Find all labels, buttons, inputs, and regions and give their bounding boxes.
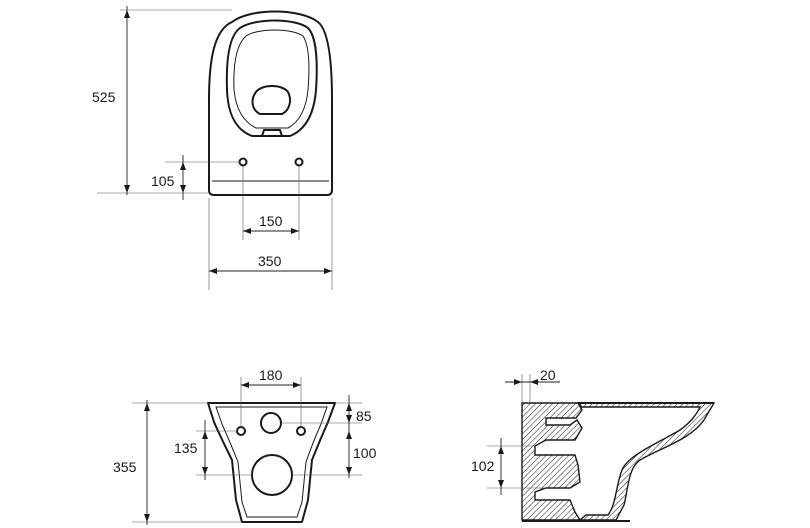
fixing-hole-right xyxy=(294,157,304,167)
dim-102-label: 102 xyxy=(471,458,495,474)
top-view: 525 105 150 350 xyxy=(92,6,333,290)
dim-525-arrow-top xyxy=(124,10,130,18)
dim-150-arrow-right xyxy=(291,228,299,234)
dim-150-label: 150 xyxy=(259,213,283,229)
dim-135-arrow-bottom xyxy=(202,467,208,475)
dim-85-arrow-bottom xyxy=(346,415,352,423)
dim-105-arrow-bottom xyxy=(180,185,186,193)
dim-135-arrow-top xyxy=(202,431,208,439)
fixing-hole-left xyxy=(238,157,248,167)
dim-20-arrow-right xyxy=(530,379,538,385)
dim-135-label: 135 xyxy=(174,440,198,456)
dim-85-arrow-top xyxy=(346,403,352,411)
rear-inner-outline xyxy=(215,406,328,518)
dim-180-arrow-left xyxy=(241,382,249,388)
dim-100-label: 100 xyxy=(353,445,377,461)
drain-outline xyxy=(251,85,291,115)
dim-180-label: 180 xyxy=(259,367,283,383)
bowl-outline xyxy=(208,10,333,196)
dim-150-arrow-left xyxy=(243,228,251,234)
dim-102-arrow-bottom xyxy=(498,480,504,488)
outlet-hole xyxy=(251,454,293,496)
dim-350-label: 350 xyxy=(258,253,282,269)
bowl-opening xyxy=(225,19,318,137)
dim-100-arrow-bottom xyxy=(346,467,352,475)
side-section: 20 102 xyxy=(471,367,716,522)
bolt-hole-left xyxy=(236,426,246,436)
dim-180-arrow-right xyxy=(293,382,301,388)
dim-105-label: 105 xyxy=(151,173,175,189)
dim-525-arrow-bottom xyxy=(124,185,130,193)
section-back-wall xyxy=(521,402,583,521)
dim-355-arrow-top xyxy=(144,403,150,411)
inlet-hole xyxy=(260,412,282,434)
rear-outline xyxy=(207,402,336,523)
rear-view: 180 355 135 85 100 xyxy=(113,367,377,525)
dim-350-arrow-right xyxy=(324,268,332,274)
dim-20-arrow-left xyxy=(514,379,522,385)
dim-355-label: 355 xyxy=(113,459,137,475)
dim-105-arrow-top xyxy=(180,162,186,170)
bowl-inner-line xyxy=(233,29,310,129)
dim-85-label: 85 xyxy=(356,408,372,424)
dim-355-arrow-bottom xyxy=(144,514,150,522)
dim-102-arrow-top xyxy=(498,446,504,454)
dim-350-arrow-left xyxy=(209,268,217,274)
dim-100-arrow-top xyxy=(346,431,352,439)
flush-notch xyxy=(261,129,283,137)
bolt-hole-right xyxy=(296,426,306,436)
dim-525-label: 525 xyxy=(92,89,116,105)
dim-20-label: 20 xyxy=(540,367,556,383)
section-bowl-shell xyxy=(576,402,716,521)
